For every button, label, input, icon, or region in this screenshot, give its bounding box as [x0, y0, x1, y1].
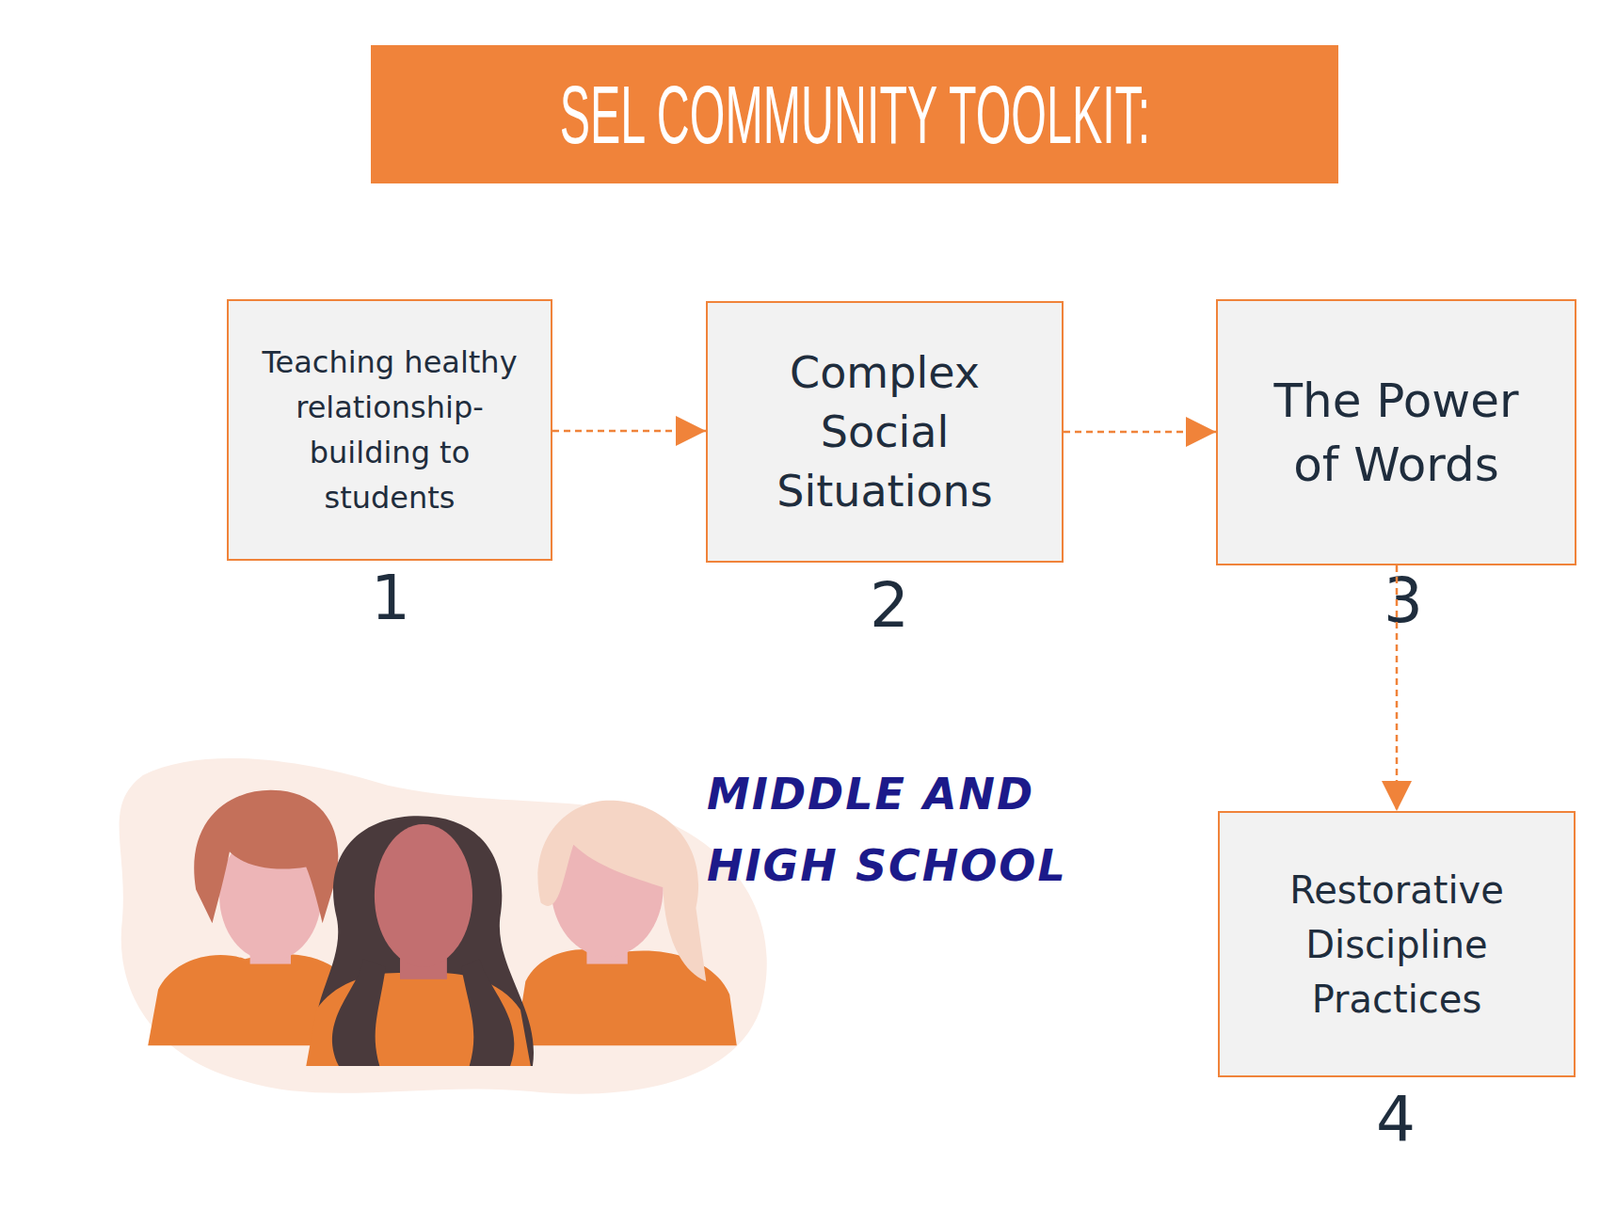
person-hair: [193, 790, 338, 925]
background-blob: [119, 758, 768, 1095]
box-text: Teaching healthy relationship-building t…: [241, 339, 538, 521]
process-box: Complex Social Situations: [705, 301, 1064, 563]
title-text: SEL COMMUNITY TOOLKIT:: [559, 73, 1151, 157]
callout-number: 2: [847, 575, 932, 638]
students-illustration: [119, 758, 768, 1095]
title-bar: SEL COMMUNITY TOOLKIT:: [370, 45, 1339, 184]
flow-arrow: [1063, 431, 1216, 434]
process-box: The Power of Words: [1216, 299, 1577, 566]
callout-number: 3: [1360, 570, 1446, 633]
callout-number: 4: [1353, 1088, 1439, 1152]
audience-label: MIDDLE AND HIGH SCHOOL: [706, 758, 1103, 902]
callout-number: 1: [348, 567, 433, 630]
box-text: Complex Social Situations: [745, 343, 1024, 522]
flow-arrow: [552, 430, 706, 433]
person-hair: [461, 959, 514, 1067]
person-hair: [537, 800, 706, 982]
process-box: Teaching healthy relationship-building t…: [226, 299, 553, 561]
box-text: Restorative Discipline Practices: [1266, 863, 1527, 1027]
process-box: Restorative Discipline Practices: [1217, 811, 1576, 1078]
box-text: The Power of Words: [1255, 368, 1537, 497]
person-hair: [332, 959, 386, 1067]
person-face: [374, 824, 473, 968]
